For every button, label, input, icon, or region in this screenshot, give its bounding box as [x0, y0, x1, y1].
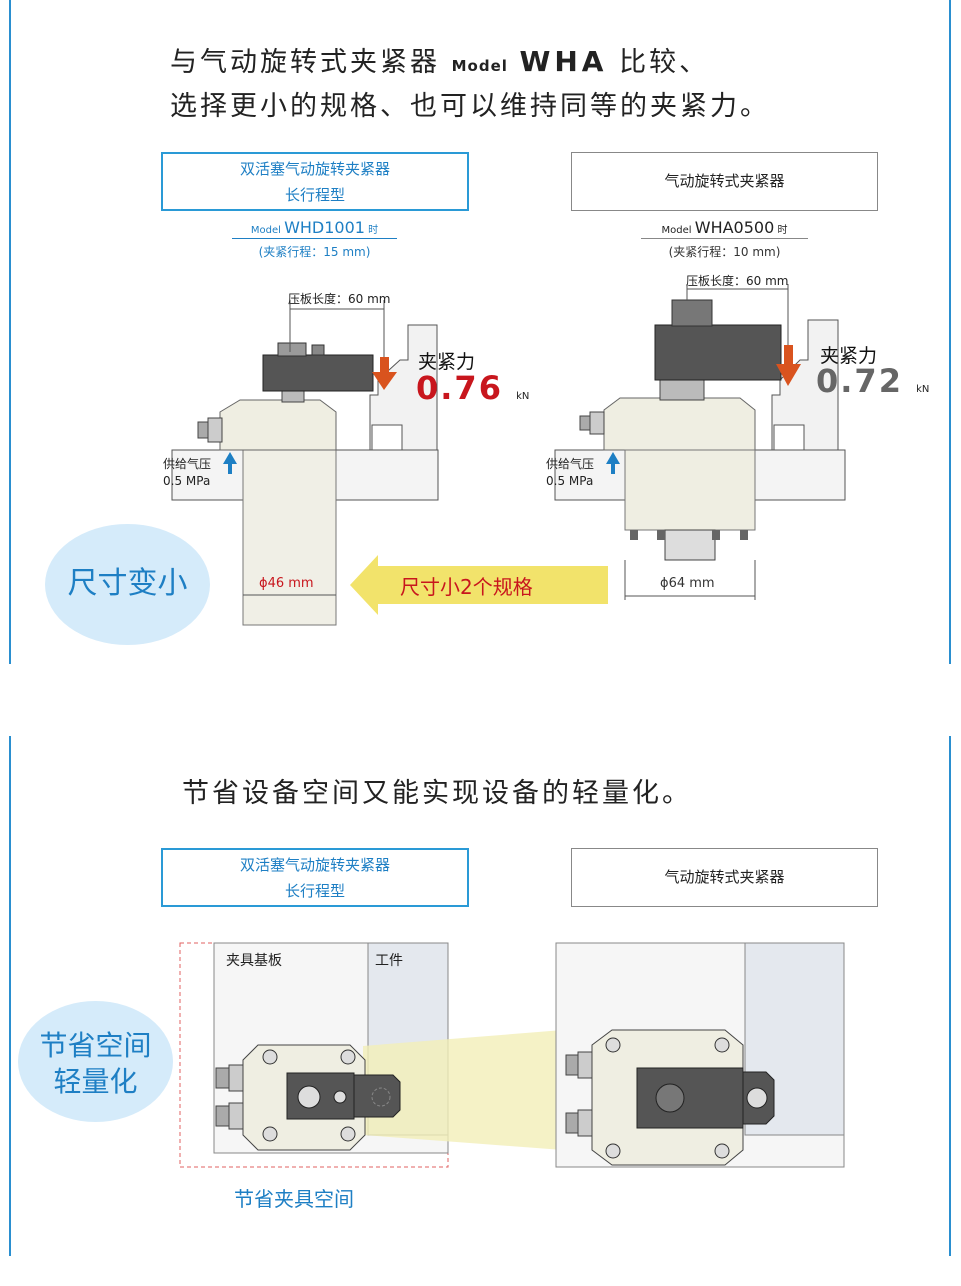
s2-right-product-box: 气动旋转式夹紧器: [571, 848, 878, 907]
s2-left-product-name: 双活塞气动旋转夹紧器: [239, 856, 390, 874]
left-product-type: 长行程型: [284, 186, 345, 204]
section2-right-border: [949, 736, 951, 1256]
left-model-prefix: Model: [250, 225, 281, 236]
right-model-suffix: 时: [777, 225, 788, 236]
space-saving-line2: 轻量化: [53, 1065, 138, 1098]
left-model-name: WHD1001: [284, 218, 365, 237]
left-diameter: ϕ46 mm: [259, 576, 314, 591]
left-force-label: 夹紧力: [418, 351, 476, 373]
size-arrow-label: 尺寸小2个规格: [400, 575, 533, 599]
right-force-number: 0.72: [816, 362, 903, 400]
saved-fixture-space-label: 节省夹具空间: [234, 1187, 354, 1211]
section1-headline-line1: 与气动旋转式夹紧器 Model WHA 比较、: [170, 40, 709, 79]
left-force-unit: kN: [516, 391, 530, 402]
right-supply-value: 0.5 MPa: [546, 474, 594, 488]
section1-left-border: [9, 0, 11, 664]
space-saving-line1: 节省空间: [39, 1029, 152, 1062]
left-supply-label: 供给气压: [163, 457, 212, 471]
right-product-name: 气动旋转式夹紧器: [664, 172, 785, 190]
headline-text-b: 比较、: [619, 47, 710, 78]
right-supply-arrow-icon: [606, 452, 620, 474]
size-arrow-icon: [350, 555, 608, 615]
left-force-number: 0.76: [416, 369, 503, 407]
s2-right-product-name: 气动旋转式夹紧器: [664, 868, 785, 886]
s2-left-product-box: 双活塞气动旋转夹紧器 长行程型: [161, 848, 469, 907]
right-model-label: Model WHA0500 时: [641, 218, 808, 239]
left-model-suffix: 时: [368, 225, 379, 236]
right-force-unit: kN: [916, 384, 930, 395]
right-clamp-diagram: [554, 284, 846, 600]
right-supply-pressure: 供给气压 0.5 MPa: [546, 456, 594, 490]
left-force-value: 0.76 kN: [416, 369, 529, 407]
section1-headline-line2: 选择更小的规格、也可以维持同等的夹紧力。: [170, 91, 770, 122]
section1-clamp-drawings: [171, 284, 846, 626]
space-saving-bubble: 节省空间 轻量化: [18, 1001, 173, 1122]
headline-model-prefix: Model: [451, 57, 508, 75]
headline-model-name: WHA: [519, 45, 608, 78]
size-reduced-bubble: 尺寸变小: [45, 524, 210, 645]
left-supply-pressure: 供给气压 0.5 MPa: [163, 456, 211, 490]
left-product-box: 双活塞气动旋转夹紧器 长行程型: [161, 152, 469, 211]
left-clamp-diagram: [171, 300, 439, 626]
right-force-value: 0.72 kN: [816, 362, 929, 400]
s2-left-clamp-body: [215, 1044, 401, 1151]
right-supply-label: 供给气压: [546, 457, 595, 471]
s2-left-product-type: 长行程型: [284, 882, 345, 900]
headline-text-a: 与气动旋转式夹紧器: [170, 47, 440, 78]
size-reduced-text: 尺寸变小: [67, 566, 188, 601]
section2-left-border: [9, 736, 11, 1256]
right-model-prefix: Model: [661, 225, 692, 236]
fixture-plate-label: 夹具基板: [226, 953, 282, 969]
left-product-name: 双活塞气动旋转夹紧器: [239, 160, 390, 178]
left-supply-arrow-icon: [223, 452, 237, 474]
left-clamp-stroke: (夹紧行程：15 mm): [258, 245, 371, 259]
s2-right-clamp-body: [565, 1029, 775, 1166]
left-model-label: Model WHD1001 时: [232, 218, 397, 239]
right-model-name: WHA0500: [694, 218, 775, 237]
right-diameter: ϕ64 mm: [660, 576, 715, 591]
right-product-box: 气动旋转式夹紧器: [571, 152, 878, 211]
left-arm-length: 压板长度：60 mm: [288, 292, 391, 306]
workpiece-label: 工件: [375, 953, 403, 969]
section1-right-border: [949, 0, 951, 664]
right-arm-length: 压板长度：60 mm: [686, 274, 789, 288]
right-clamp-stroke: (夹紧行程：10 mm): [668, 245, 781, 259]
section2-headline: 节省设备空间又能实现设备的轻量化。: [182, 778, 692, 809]
left-supply-value: 0.5 MPa: [163, 474, 211, 488]
right-force-label: 夹紧力: [820, 345, 878, 367]
